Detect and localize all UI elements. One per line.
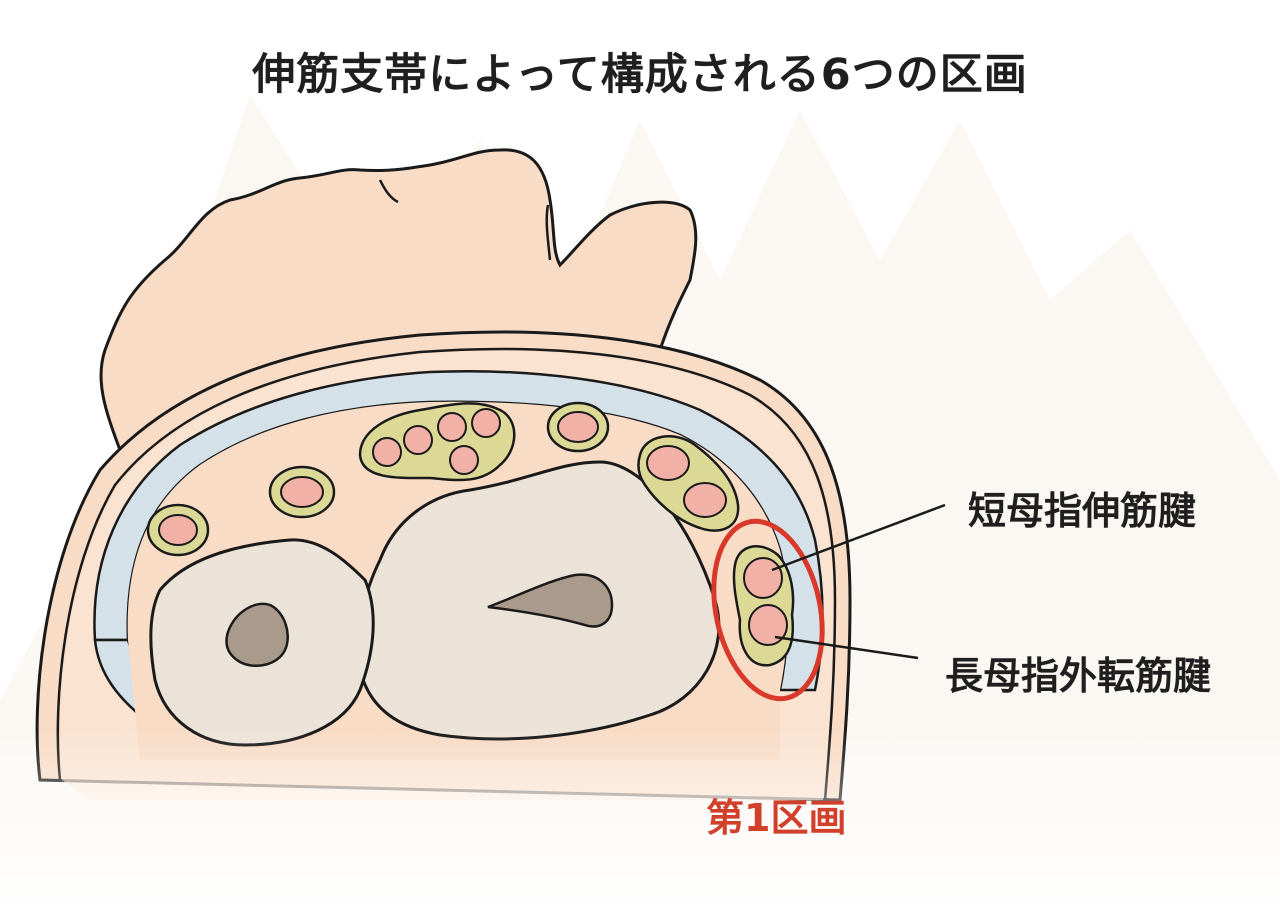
compartment-4	[358, 402, 516, 482]
tendon	[158, 514, 198, 546]
tendon	[683, 482, 727, 518]
radius-marrow	[487, 573, 614, 628]
compartment-3	[546, 401, 610, 453]
hand-crease	[545, 204, 552, 261]
tendon	[280, 476, 324, 508]
skin-inner-line	[56, 347, 837, 801]
hand-crease	[378, 179, 399, 204]
tendon-epb	[743, 557, 783, 599]
compartment-1-highlight	[711, 518, 825, 702]
tendon	[449, 445, 479, 475]
tendon-apl	[748, 604, 788, 646]
compartment-6	[146, 503, 210, 557]
leader-line-apl	[774, 635, 919, 660]
tendon	[437, 412, 467, 442]
label-extensor-pollicis-brevis: 短母指伸筋腱	[968, 489, 1197, 533]
tendon	[471, 408, 501, 438]
tendon	[403, 425, 433, 455]
compartment-2	[637, 435, 740, 532]
compartment-1	[732, 545, 795, 667]
tendon	[646, 445, 690, 481]
ulna-marrow	[225, 602, 289, 667]
label-first-compartment: 第1区画	[706, 796, 847, 840]
compartment-5	[268, 465, 336, 519]
tendon	[557, 411, 599, 443]
diagram-title: 伸筋支帯によって構成される6つの区画	[252, 50, 1028, 100]
bottom-fade	[0, 730, 1280, 917]
tendon	[372, 437, 402, 467]
leader-line-epb	[771, 503, 946, 572]
label-abductor-pollicis-longus: 長母指外転筋腱	[945, 654, 1212, 698]
